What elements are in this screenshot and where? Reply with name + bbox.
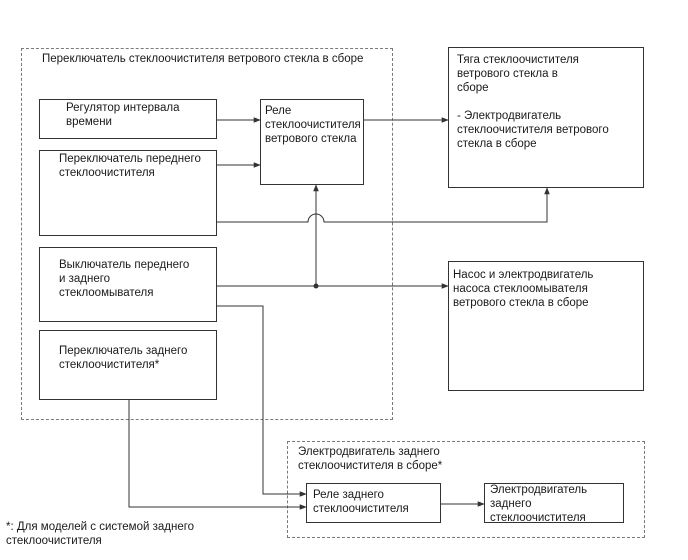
windshield-wiper-relay-label: Реле стеклоочистителя ветрового стекла [265, 105, 361, 145]
junction-dot [313, 283, 319, 289]
rear-wiper-motor-assembly-frame [287, 441, 645, 538]
wiper-linkage-label: Тяга стеклоочистителя ветрового стекла в… [457, 54, 609, 150]
windshield-wiper-relay-block [260, 99, 364, 185]
washer-switch-block [39, 247, 217, 322]
wire-washer-to-rear-relay [217, 305, 307, 497]
interval-regulator-label: Регулятор интервала времени [66, 102, 180, 128]
rear-wiper-motor-assembly-title: Электродвигатель заднего стеклоочистител… [298, 446, 443, 472]
front-wiper-switch-block [39, 150, 217, 236]
front-wiper-switch-label: Переключатель переднего стеклоочистителя [59, 153, 201, 179]
rear-wiper-motor-block [484, 483, 624, 523]
washer-switch-label: Выключатель переднего и заднего стеклоом… [59, 259, 190, 299]
wire-rear-switch-to-rear-relay [128, 400, 307, 510]
wire-front-switch-to-linkage [217, 187, 550, 223]
wiper-switch-assembly-title: Переключатель стеклоочистителя ветрового… [42, 53, 364, 65]
washer-pump-motor-block [448, 261, 644, 391]
wiper-switch-assembly-frame [21, 48, 393, 420]
interval-regulator-block [39, 99, 217, 139]
rear-wiper-motor-label: Электродвигатель заднего стеклоочистител… [490, 484, 588, 524]
washer-pump-motor-label: Насос и электродвигатель насоса стеклоом… [453, 269, 594, 309]
rear-wiper-relay-block [306, 483, 441, 523]
rear-wiper-relay-label: Реле заднего стеклоочистителя [313, 489, 409, 515]
wiper-linkage-block [448, 47, 644, 188]
rear-wiper-switch-block [39, 330, 217, 400]
footnote: *: Для моделей с системой заднего стекло… [6, 521, 195, 547]
rear-wiper-switch-label: Переключатель заднего стеклоочистителя* [59, 345, 188, 371]
